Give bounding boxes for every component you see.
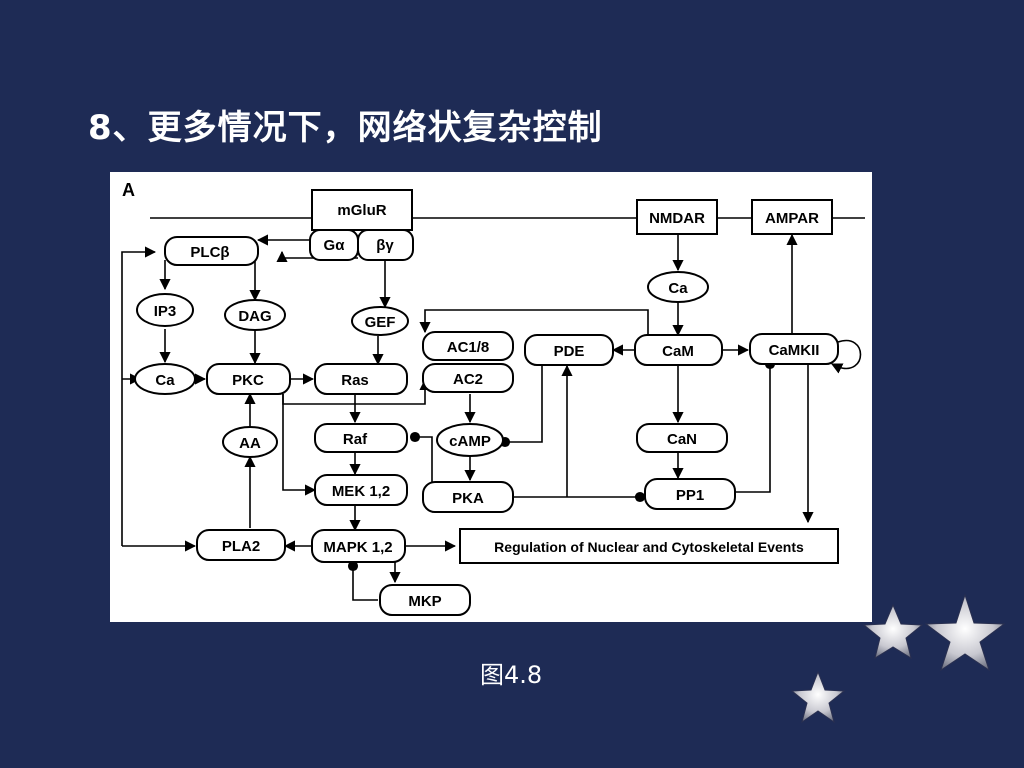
edge-camkii-autoloop (830, 339, 862, 374)
edge-cam-ac18 (419, 309, 649, 335)
node-pde: PDE (524, 334, 614, 366)
star-icon (862, 603, 924, 660)
node-ras: Ras (314, 363, 408, 395)
svg-text:βγ: βγ (376, 237, 394, 254)
figure-caption: 图4.8 (480, 661, 543, 689)
svg-text:Regulation of Nuclear and Cyto: Regulation of Nuclear and Cytoskeletal E… (494, 539, 804, 555)
node-ca-left: Ca (134, 363, 196, 395)
svg-text:GEF: GEF (365, 314, 396, 331)
node-pla2: PLA2 (196, 529, 286, 561)
node-camp: cAMP (436, 423, 504, 457)
svg-text:AC1/8: AC1/8 (447, 339, 490, 356)
svg-text:AC2: AC2 (453, 371, 483, 388)
node-camkii: CaMKII (749, 333, 839, 365)
node-pka: PKA (422, 481, 514, 513)
node-galpha: Gα (309, 229, 359, 261)
slide-title: 8、更多情况下，网络状复杂控制 (88, 108, 603, 148)
svg-text:AA: AA (239, 435, 261, 452)
node-cam: CaM (634, 334, 723, 366)
node-raf: Raf (314, 423, 408, 453)
node-mkp: MKP (379, 584, 471, 616)
svg-text:IP3: IP3 (154, 303, 177, 320)
svg-text:AMPAR: AMPAR (765, 210, 819, 227)
svg-text:Ras: Ras (341, 372, 369, 389)
node-regulation: Regulation of Nuclear and Cytoskeletal E… (459, 528, 839, 564)
star-icon (790, 670, 846, 724)
panel-label: A (122, 180, 135, 200)
svg-text:CaN: CaN (667, 431, 697, 448)
node-ca-right: Ca (647, 271, 709, 303)
svg-text:DAG: DAG (238, 308, 271, 325)
edge-pp1-inhibits-camkii (735, 358, 776, 493)
svg-text:cAMP: cAMP (449, 433, 491, 450)
svg-text:Ca: Ca (155, 372, 175, 389)
svg-text:NMDAR: NMDAR (649, 210, 705, 227)
svg-text:PP1: PP1 (676, 487, 704, 504)
node-mglur: mGluR (311, 189, 413, 231)
svg-text:PKC: PKC (232, 372, 264, 389)
node-ampar: AMPAR (751, 199, 833, 235)
node-pkc: PKC (206, 363, 291, 395)
svg-text:Gα: Gα (324, 237, 346, 254)
node-gef: GEF (351, 306, 409, 336)
edge-pkc-mek (282, 394, 317, 496)
svg-text:MAPK 1,2: MAPK 1,2 (323, 539, 392, 556)
node-ac18: AC1/8 (422, 331, 514, 361)
svg-text:CaMKII: CaMKII (769, 342, 820, 359)
svg-text:MKP: MKP (408, 593, 441, 610)
svg-text:CaM: CaM (662, 343, 694, 360)
node-mapk: MAPK 1,2 (311, 529, 406, 563)
node-betagamma: βγ (357, 229, 414, 261)
node-ac2: AC2 (422, 363, 514, 393)
svg-text:PDE: PDE (554, 343, 585, 360)
node-can: CaN (636, 423, 728, 453)
star-icon (924, 593, 1006, 672)
svg-text:mGluR: mGluR (337, 202, 386, 219)
signaling-network-diagram: A (110, 172, 872, 622)
node-ip3: IP3 (136, 293, 194, 327)
edge-pde-inhibits-camp (499, 365, 543, 448)
node-dag: DAG (224, 299, 286, 331)
node-pp1: PP1 (644, 478, 736, 510)
edge-feedback-plcb (121, 246, 157, 546)
svg-text:MEK 1,2: MEK 1,2 (332, 483, 390, 500)
svg-text:Raf: Raf (343, 431, 368, 448)
node-plcb: PLCβ (164, 236, 259, 266)
decorative-stars (760, 590, 1020, 764)
edge-pkc-ac2 (282, 378, 431, 405)
node-aa: AA (222, 426, 278, 458)
svg-text:PLCβ: PLCβ (190, 244, 229, 261)
svg-text:PLA2: PLA2 (222, 538, 260, 555)
svg-text:PKA: PKA (452, 490, 484, 507)
svg-text:Ca: Ca (668, 280, 688, 297)
node-mek: MEK 1,2 (314, 474, 408, 506)
edge-mkp-inhibits-mapk (347, 560, 378, 601)
node-nmdar: NMDAR (636, 199, 718, 235)
